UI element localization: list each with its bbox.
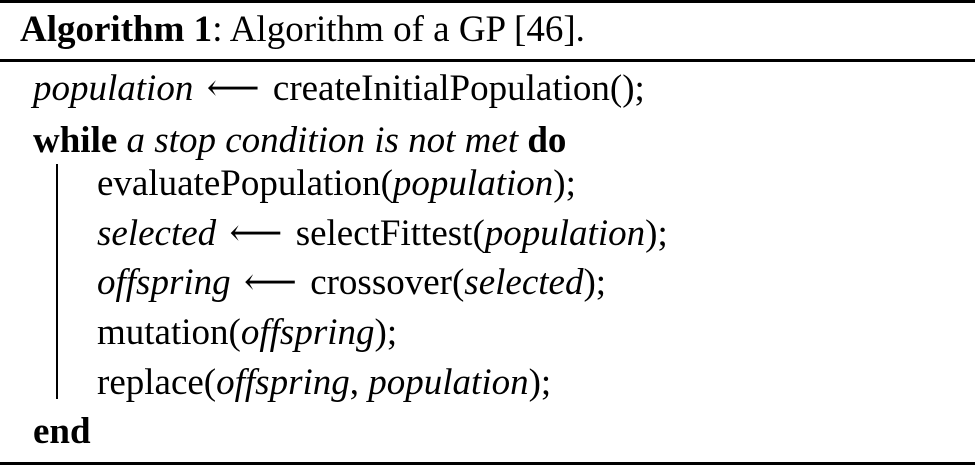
var-offspring: offspring (97, 262, 231, 303)
caption-separator: : (212, 9, 230, 50)
algorithm-line-while: while a stop condition is not met do (33, 116, 566, 166)
close-paren: ); (645, 213, 668, 254)
algorithm-line-end: end (33, 407, 91, 457)
arg-selected: selected (464, 262, 584, 303)
algorithm-caption: Algorithm 1: Algorithm of a GP [46]. (20, 6, 585, 54)
close-paren: ); (528, 362, 552, 403)
keyword-do: do (527, 120, 567, 161)
assign-arrow: ⟵ (206, 68, 260, 109)
arg-separator: , (349, 362, 369, 403)
algorithm-line-replace: replace(offspring, population); (97, 358, 551, 408)
fn-replace: replace( (97, 362, 217, 403)
fn-select-fittest: selectFittest( (295, 213, 485, 254)
close-paren: ); (553, 163, 576, 204)
bottom-rule (0, 462, 975, 465)
keyword-end: end (33, 411, 91, 452)
top-rule (0, 0, 975, 3)
call-create-initial-population: createInitialPopulation(); (272, 68, 645, 109)
caption-rule (0, 59, 975, 62)
loop-condition: a stop condition is not met (126, 120, 519, 161)
close-paren: ); (374, 312, 398, 353)
close-paren: ); (583, 262, 607, 303)
arg-population: population (392, 163, 554, 204)
algorithm-line-select: selected ⟵ selectFittest(population); (97, 209, 668, 259)
fn-mutation: mutation( (97, 312, 241, 353)
caption-text: Algorithm of a GP [46]. (229, 9, 585, 50)
fn-evaluate-population: evaluatePopulation( (97, 163, 393, 204)
algorithm-line-evaluate: evaluatePopulation(population); (97, 159, 576, 209)
fn-crossover: crossover( (310, 262, 465, 303)
algorithm-line-mutation: mutation(offspring); (97, 308, 397, 358)
assign-arrow: ⟵ (229, 213, 283, 254)
loop-body-bar (56, 164, 58, 399)
arg-offspring: offspring (216, 362, 350, 403)
caption-label: Algorithm 1 (20, 9, 213, 50)
keyword-while: while (33, 120, 118, 161)
algorithm-line-crossover: offspring ⟵ crossover(selected); (97, 258, 606, 308)
arg-offspring: offspring (240, 312, 375, 353)
var-selected: selected (97, 213, 217, 254)
assign-arrow: ⟵ (243, 262, 297, 303)
var-population: population (33, 68, 194, 109)
arg-population: population (368, 362, 529, 403)
arg-population: population (484, 213, 646, 254)
algorithm-line-1: population ⟵ createInitialPopulation(); (33, 64, 645, 114)
